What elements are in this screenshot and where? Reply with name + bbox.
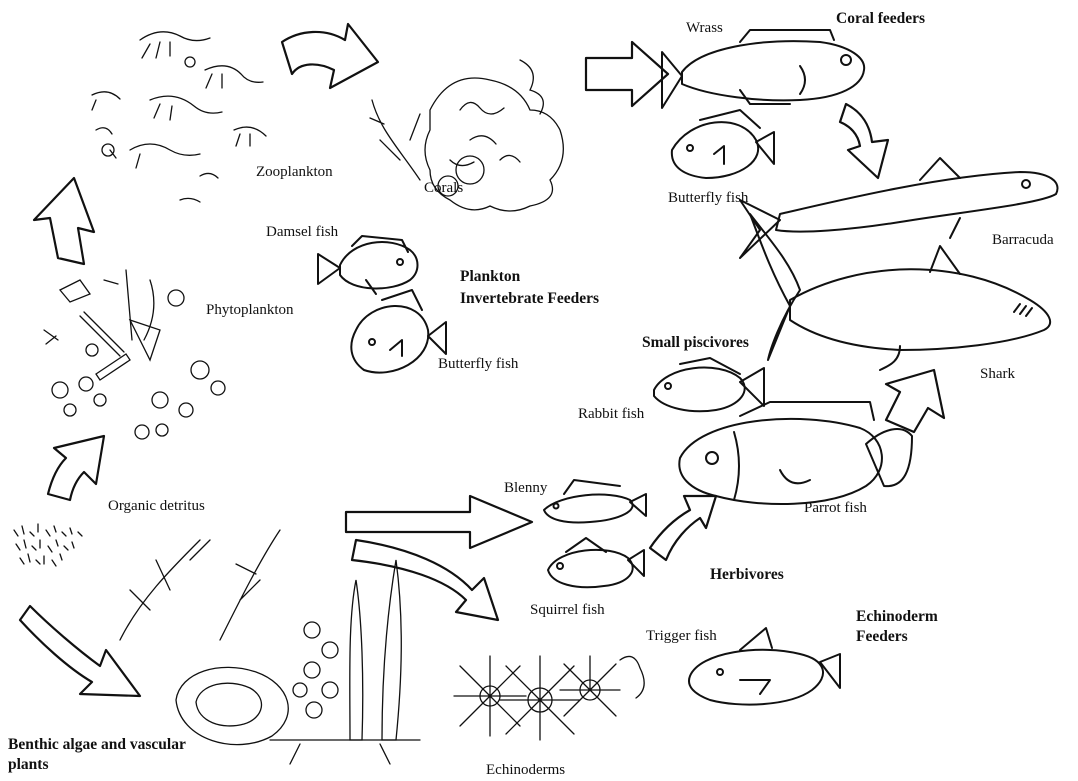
arrow-benthic-to-echinoderms (352, 540, 498, 620)
arrow-detritus-to-phytoplankton (48, 436, 104, 500)
label-phytoplankton: Phytoplankton (206, 302, 294, 319)
parrot-fish-drawing (679, 402, 912, 504)
label-echinoderm-feeders-line2: Feeders (856, 628, 908, 645)
arrow-detritus-to-benthic (20, 606, 140, 696)
label-shark: Shark (980, 366, 1015, 383)
label-small-piscivores: Small piscivores (642, 334, 749, 351)
phytoplankton-drawing (44, 270, 225, 439)
label-plankton-feeders-line2: Invertebrate Feeders (460, 290, 599, 307)
arrow-herbivores-to-parrot (650, 496, 716, 560)
label-coral-feeders: Coral feeders (836, 10, 925, 27)
organic-detritus-drawing (14, 524, 82, 566)
butterfly-fish-top-drawing (672, 110, 774, 178)
label-echinoderm-feeders-line1: Echinoderm (856, 608, 938, 625)
label-rabbit-fish: Rabbit fish (578, 406, 644, 423)
rabbit-fish-drawing (654, 358, 764, 411)
label-barracuda: Barracuda (992, 232, 1054, 249)
echinoderms-drawing (454, 656, 644, 740)
label-herbivores: Herbivores (710, 566, 784, 583)
zooplankton-drawing (92, 32, 266, 202)
label-benthic-line2: plants (8, 756, 49, 773)
butterfly-fish-mid-drawing (351, 290, 446, 373)
label-organic-detritus: Organic detritus (108, 498, 205, 515)
label-damsel-fish: Damsel fish (266, 224, 338, 241)
label-trigger-fish: Trigger fish (646, 628, 717, 645)
label-zooplankton: Zooplankton (256, 164, 333, 181)
label-parrot-fish: Parrot fish (804, 500, 867, 517)
label-wrass: Wrass (686, 20, 723, 37)
corals-drawing (370, 60, 563, 211)
squirrel-fish-drawing (548, 538, 644, 587)
wrass-drawing (662, 30, 864, 108)
blenny-drawing (544, 480, 646, 523)
label-echinoderms: Echinoderms (486, 762, 565, 779)
label-butterfly-fish-top: Butterfly fish (668, 190, 748, 207)
label-squirrel-fish: Squirrel fish (530, 602, 605, 619)
label-plankton-feeders-line1: Plankton (460, 268, 520, 285)
label-benthic-line1: Benthic algae and vascular (8, 736, 186, 753)
damsel-fish-drawing (318, 236, 418, 294)
arrow-coral-feeders-to-barracuda (840, 104, 888, 178)
label-corals: Corals (424, 180, 463, 197)
benthic-algae-drawing (120, 530, 420, 764)
arrow-parrot-to-shark (886, 370, 944, 432)
label-butterfly-fish-mid: Butterfly fish (438, 356, 518, 373)
arrow-corals-to-coral-feeders (586, 42, 668, 106)
label-blenny: Blenny (504, 480, 547, 497)
arrow-phytoplankton-to-zooplankton (34, 178, 94, 264)
arrow-benthic-to-blenny (346, 496, 532, 548)
arrow-zooplankton-to-corals (282, 24, 378, 88)
